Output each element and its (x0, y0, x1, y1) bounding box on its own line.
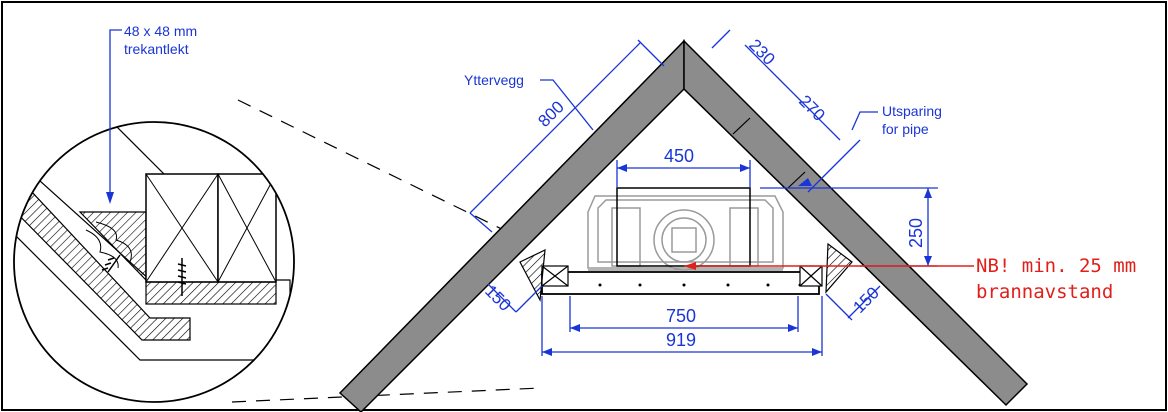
pipe-cutout-marks (732, 117, 806, 189)
dim-base-width: 750 (666, 306, 696, 326)
detail-wall-hatch (14, 156, 191, 341)
plan-battens (541, 265, 823, 287)
label-trekantlekt-size: 48 x 48 mm (124, 23, 197, 39)
detail-leader-lines (231, 99, 541, 403)
clearance-indicator (684, 262, 974, 270)
dimension-lines (109, 29, 938, 356)
label-trekantlekt-name: trekantlekt (124, 41, 189, 57)
dim-total-width: 919 (666, 330, 696, 350)
note-clearance-line1: NB! min. 25 mm (976, 255, 1136, 277)
label-yttervegg: Yttervegg (464, 72, 524, 88)
stove (587, 195, 784, 271)
dim-stove-depth: 250 (906, 218, 926, 248)
stove-outline (587, 195, 784, 269)
label-utsparing-line2: for pipe (882, 121, 929, 137)
detail-bottom-board (145, 281, 277, 305)
note-clearance-line2: brannavstand (976, 281, 1113, 303)
detail-screws (101, 254, 187, 296)
dimension-arrows (106, 164, 932, 356)
stove-top-box (616, 187, 751, 267)
walls (338, 39, 1029, 412)
label-utsparing-line1: Utsparing (882, 103, 942, 119)
plan-trekantlekt (519, 242, 853, 303)
wall-right (683, 39, 1029, 407)
dim-stove-width-top: 450 (664, 146, 694, 166)
